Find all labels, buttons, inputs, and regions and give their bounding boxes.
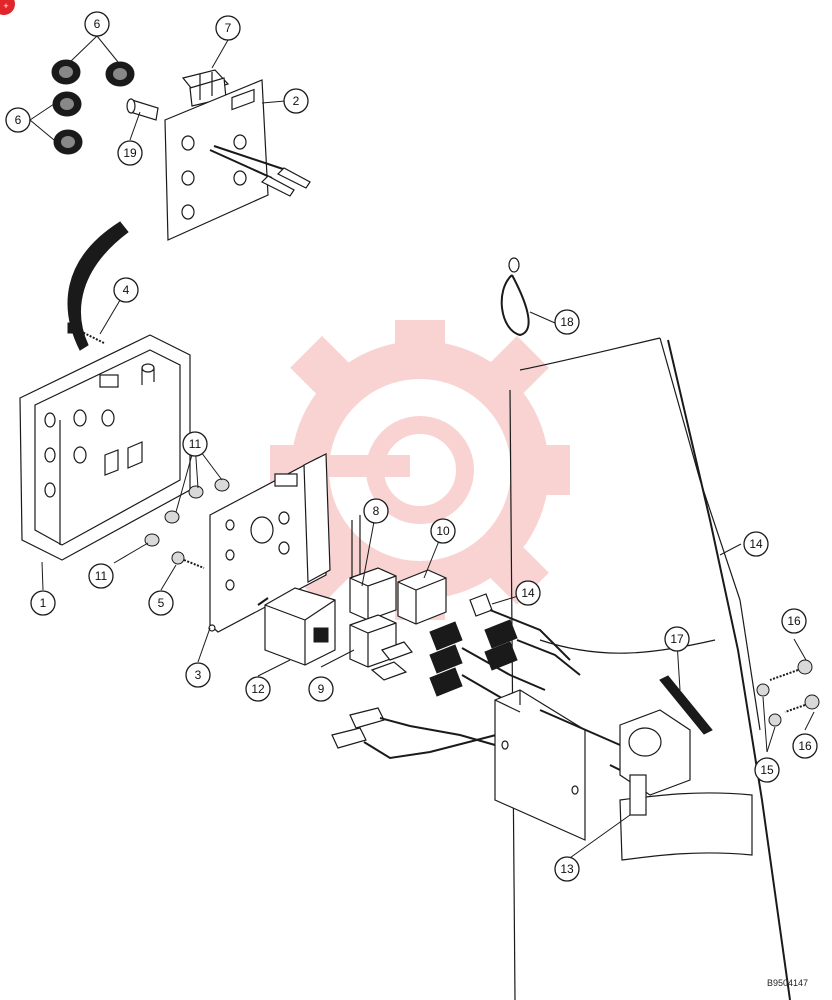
callout-label: 14 <box>521 586 535 600</box>
callout-label: 7 <box>225 21 232 35</box>
switch-part <box>397 569 447 625</box>
callout-c8: 8 <box>363 498 389 524</box>
callout-c14a: 14 <box>515 580 541 606</box>
callout-c17: 17 <box>664 626 690 652</box>
switch-part <box>349 515 397 668</box>
valve-part <box>539 709 691 816</box>
knob <box>53 129 83 155</box>
callout-c7: 7 <box>215 15 241 41</box>
seal-strip <box>659 675 713 735</box>
fuse-holder-group <box>331 641 497 760</box>
hardware-group <box>756 659 820 727</box>
knob <box>52 91 82 117</box>
callout-label: 12 <box>251 682 265 696</box>
callout-c14b: 14 <box>743 531 769 557</box>
nut-group <box>144 478 230 547</box>
harness-connector-group <box>429 593 581 716</box>
callout-label: 16 <box>787 614 801 628</box>
knob-group <box>51 59 135 155</box>
callout-label: 1 <box>40 596 47 610</box>
svg-text:+: + <box>3 1 8 11</box>
callout-circle <box>117 140 143 166</box>
callout-circle <box>113 277 139 303</box>
callout-circle <box>792 733 818 759</box>
callout-label: 8 <box>373 504 380 518</box>
callout-label: 10 <box>436 524 450 538</box>
callout-circle <box>363 498 389 524</box>
callout-circle <box>5 107 31 133</box>
callout-c19: 19 <box>117 140 143 166</box>
callout-c12: 12 <box>245 676 271 702</box>
gear-watermark-logo <box>270 320 570 620</box>
knob <box>51 59 81 85</box>
callout-circle <box>430 518 456 544</box>
socket-part <box>126 98 159 121</box>
callout-circle <box>743 531 769 557</box>
housing-box <box>19 334 191 561</box>
callout-label: 17 <box>670 632 684 646</box>
callout-circle <box>245 676 271 702</box>
relay-part <box>257 587 336 666</box>
callout-circle <box>308 676 334 702</box>
harness-bracket <box>494 689 586 841</box>
callout-label: 18 <box>560 315 574 329</box>
callout-label: 9 <box>318 682 325 696</box>
callout-label: 4 <box>123 283 130 297</box>
corner-badge-icon: + <box>0 0 15 15</box>
callout-circle <box>30 590 56 616</box>
callout-c11a: 11 <box>182 431 208 457</box>
callout-c10: 10 <box>430 518 456 544</box>
panel-plate <box>164 79 311 241</box>
cab-post <box>509 337 791 1000</box>
callout-label: 6 <box>94 17 101 31</box>
callout-c16a: 16 <box>781 608 807 634</box>
callout-c9: 9 <box>308 676 334 702</box>
callout-circle <box>283 88 309 114</box>
callout-c6b: 6 <box>5 107 31 133</box>
callout-circle <box>554 309 580 335</box>
callout-circle <box>88 563 114 589</box>
callout-c3: 3 <box>185 662 211 688</box>
screw-part <box>67 322 105 344</box>
callout-circle <box>515 580 541 606</box>
callout-c5: 5 <box>148 590 174 616</box>
callout-circle <box>148 590 174 616</box>
knob <box>105 61 135 87</box>
cable-strap <box>500 257 530 337</box>
callout-label: 2 <box>293 94 300 108</box>
callout-c18: 18 <box>554 309 580 335</box>
callout-label: 3 <box>195 668 202 682</box>
callout-circle <box>185 662 211 688</box>
assembly-arrow <box>67 221 129 351</box>
callout-label: 13 <box>560 862 574 876</box>
callout-c15: 15 <box>754 757 780 783</box>
callout-c1: 1 <box>30 590 56 616</box>
callout-c4: 4 <box>113 277 139 303</box>
callout-label: 16 <box>798 739 812 753</box>
callout-label: 19 <box>123 146 137 160</box>
callout-circle <box>554 856 580 882</box>
figure-reference-code: B9504147 <box>767 978 808 988</box>
callout-c6a: 6 <box>84 11 110 37</box>
bolt-part <box>171 551 205 569</box>
callout-circle <box>781 608 807 634</box>
callout-label: 14 <box>749 537 763 551</box>
callout-circle <box>84 11 110 37</box>
callout-c13: 13 <box>554 856 580 882</box>
callout-c2: 2 <box>283 88 309 114</box>
callout-circle <box>182 431 208 457</box>
callout-label: 5 <box>158 596 165 610</box>
callout-c16b: 16 <box>792 733 818 759</box>
callout-label: 11 <box>95 569 108 583</box>
callout-label: 6 <box>15 113 22 127</box>
callout-label: 15 <box>760 763 774 777</box>
callout-label: 11 <box>189 437 202 451</box>
callout-c11b: 11 <box>88 563 114 589</box>
callout-circle <box>754 757 780 783</box>
callout-circle <box>215 15 241 41</box>
callout-circle <box>664 626 690 652</box>
